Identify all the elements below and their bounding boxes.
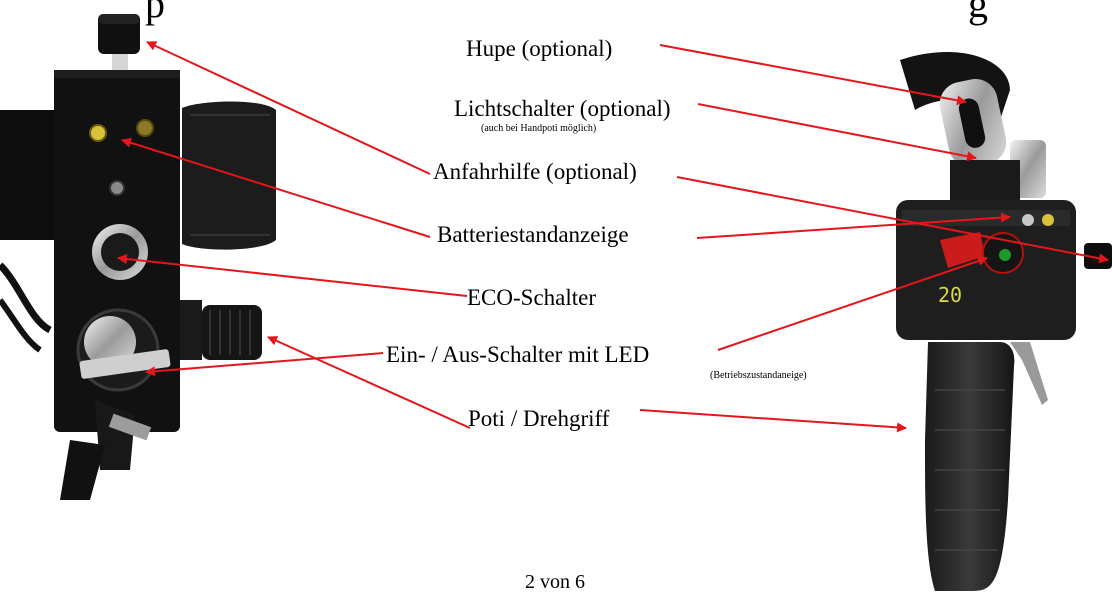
display-number: 20: [938, 283, 962, 307]
heading-fragment-right: g: [968, 0, 988, 26]
arrow-batterie-left: [121, 137, 431, 238]
arrow-poti-right: [639, 409, 907, 433]
label-hupe: Hupe (optional): [466, 36, 613, 61]
arrow-hupe: [659, 44, 967, 106]
arrow-einaus-right: [717, 256, 988, 351]
label-poti: Poti / Drehgriff: [468, 406, 610, 431]
label-eco: ECO-Schalter: [467, 285, 597, 310]
left-control-box: [0, 14, 276, 500]
page-number: 2 von 6: [525, 571, 585, 593]
heading-fragment-left: p: [145, 0, 165, 26]
arrow-poti-left: [267, 336, 471, 429]
arrow-eco: [117, 254, 468, 297]
arrow-lichtschalter: [697, 103, 977, 162]
arrows: [117, 41, 1109, 433]
label-einaus: Ein- / Aus-Schalter mit LED: [386, 342, 650, 367]
right-control-unit: 20: [896, 51, 1112, 591]
label-lichtschalter-note: (auch bei Handpoti möglich): [481, 123, 597, 134]
label-lichtschalter: Lichtschalter (optional): [454, 96, 671, 121]
arrow-anfahrhilfe-right: [676, 176, 1109, 264]
arrow-einaus-left: [145, 352, 384, 377]
arrow-batterie-right: [696, 212, 1011, 239]
arrow-anfahrhilfe-left: [146, 41, 431, 175]
label-anfahrhilfe: Anfahrhilfe (optional): [433, 159, 637, 184]
label-batterie: Batteriestandanzeige: [437, 222, 629, 247]
label-einaus-note: (Betriebszustandaneige): [710, 370, 807, 381]
